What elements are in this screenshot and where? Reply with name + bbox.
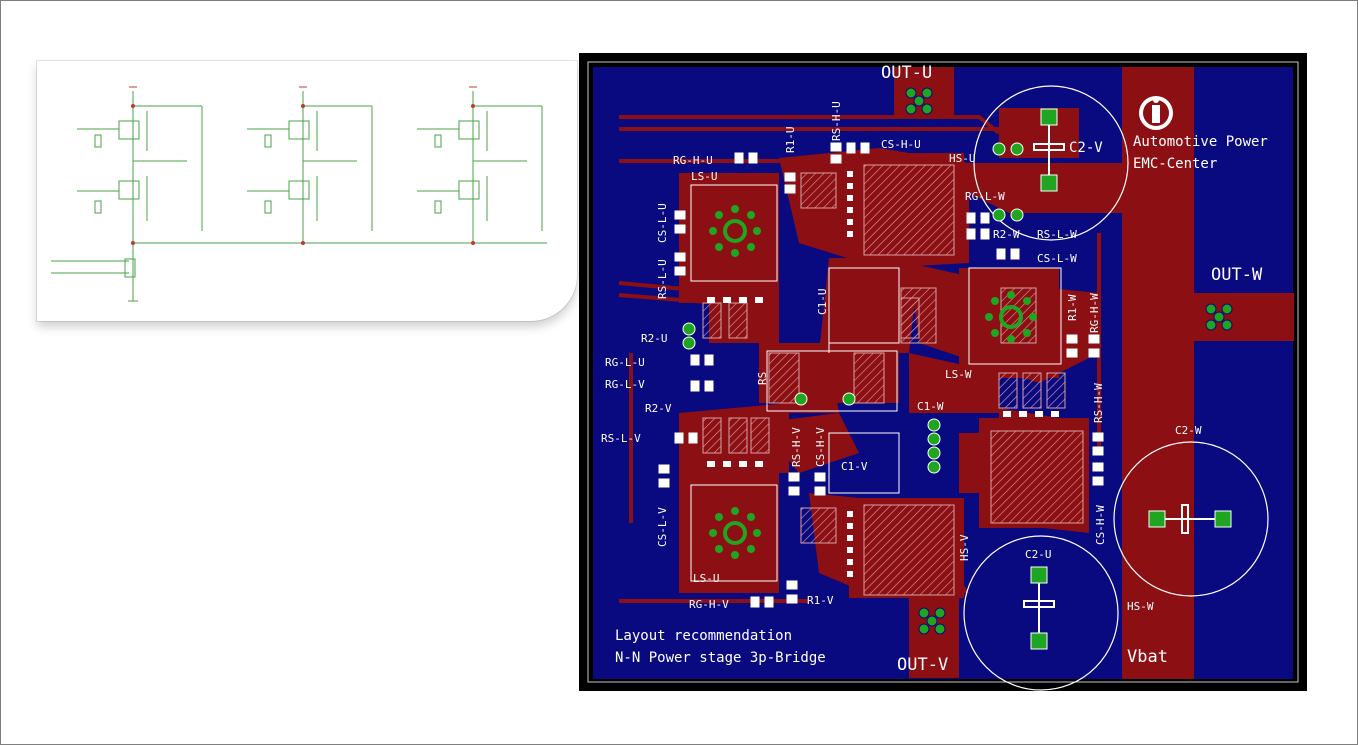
- label-rs-h-w: RS-H-W: [1092, 383, 1105, 423]
- out-v-label: OUT-V: [897, 655, 949, 675]
- label-rs-h-u: RS-H-U: [830, 101, 843, 141]
- label-r2-v: R2-V: [645, 402, 672, 415]
- pcb-layout: OUT-U OUT-V OUT-W Vbat Automotive Power …: [579, 53, 1307, 691]
- label-c2-u: C2-U: [1025, 548, 1052, 561]
- label-c2-v: C2-V: [1069, 140, 1103, 156]
- branding-line1: Automotive Power: [1133, 134, 1268, 150]
- label-rs-l-w: RS-L-W: [1037, 228, 1077, 241]
- label-r1-v: R1-V: [807, 594, 834, 607]
- label-rg-h-w: RG-H-W: [1088, 293, 1101, 333]
- label-cs-l-w: CS-L-W: [1037, 252, 1077, 265]
- label-ls-u: LS-U: [691, 170, 718, 183]
- schematic-drawing: [51, 86, 547, 302]
- label-cs-h-v: CS-H-V: [814, 427, 827, 467]
- caption-line2: N-N Power stage 3p-Bridge: [615, 650, 826, 666]
- label-r2-u: R2-U: [641, 332, 668, 345]
- label-ls-v: LS-U: [693, 572, 720, 585]
- label-ls-w: LS-W: [945, 368, 972, 381]
- branding-line2: EMC-Center: [1133, 156, 1218, 172]
- label-cs-h-w: CS-H-W: [1094, 505, 1107, 545]
- label-c1-v: C1-V: [841, 460, 868, 473]
- label-r1-w: R1-W: [1066, 294, 1079, 322]
- label-rs-h-v: RS-H-V: [790, 427, 803, 467]
- out-w-label: OUT-W: [1211, 265, 1263, 285]
- label-cs-l-v: CS-L-V: [656, 507, 669, 547]
- label-rg-l-v: RG-L-V: [605, 378, 645, 391]
- label-hs-w: HS-W: [1127, 600, 1154, 613]
- label-rg-l-u: RG-L-U: [605, 356, 645, 369]
- label-c1-w: C1-W: [917, 400, 944, 413]
- label-rs-l-u: RS-L-U: [656, 259, 669, 299]
- label-cs-h-u: CS-H-U: [881, 138, 921, 151]
- label-rs: RS: [756, 371, 769, 385]
- label-r1-u: R1-U: [784, 126, 797, 154]
- label-hs-v: HS-V: [958, 534, 971, 562]
- label-c1-u: C1-U: [816, 288, 829, 316]
- label-cs-l-u: CS-L-U: [656, 203, 669, 243]
- vbat-label: Vbat: [1127, 647, 1168, 667]
- label-rg-h-u: RG-H-U: [673, 154, 713, 167]
- out-u-label: OUT-U: [881, 63, 933, 83]
- label-hs-u: HS-U: [949, 152, 976, 165]
- label-rs-l-v: RS-L-V: [601, 432, 641, 445]
- schematic-thumbnail: [37, 61, 577, 321]
- label-rg-l-w: RG-L-W: [965, 190, 1005, 203]
- label-r2-w: R2-W: [993, 228, 1020, 241]
- pcb-artwork: [583, 57, 1303, 691]
- caption-line1: Layout recommendation: [615, 628, 793, 644]
- label-c2-w: C2-W: [1175, 424, 1202, 437]
- label-rg-h-v: RG-H-V: [689, 598, 729, 611]
